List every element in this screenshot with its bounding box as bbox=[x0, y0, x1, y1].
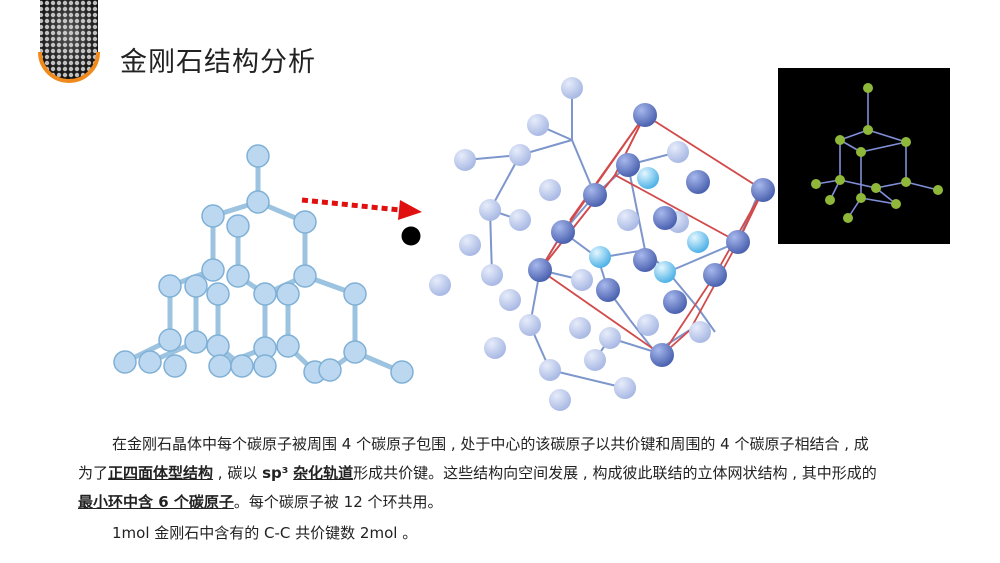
paragraph-line-1: 在金刚石晶体中每个碳原子被周围 4 个碳原子包围 , 处于中心的该碳原子以共价键… bbox=[112, 435, 869, 453]
highlight-hybrid-orbital: 杂化轨道 bbox=[293, 464, 354, 482]
diamond-lattice-layer-diagram bbox=[113, 144, 414, 384]
highlight-tetrahedral: 正四面体型结构 bbox=[108, 464, 214, 482]
red-dashed-arrow bbox=[301, 197, 422, 220]
text-segment: 为了 bbox=[78, 464, 109, 482]
diamond-unit-cell-diagram bbox=[429, 77, 775, 411]
page-title: 金刚石结构分析 bbox=[120, 47, 316, 78]
description-paragraph: 在金刚石晶体中每个碳原子被周围 4 个碳原子包围 , 处于中心的该碳原子以共价键… bbox=[78, 430, 948, 517]
paragraph-line-2: 为了正四面体型结构 , 碳以 sp³ 杂化轨道形成共价键。这些结构向空间发展 ,… bbox=[78, 459, 948, 488]
paragraph-line-3: 最小环中含 6 个碳原子。每个碳原子被 12 个环共用。 bbox=[78, 488, 948, 517]
logo-emblem bbox=[38, 0, 100, 83]
diamond-tetrahedral-inset bbox=[778, 68, 950, 244]
black-dot-marker bbox=[401, 226, 421, 246]
text-segment: 形成共价键。这些结构向空间发展 , 构成彼此联结的立体网状结构 , 其中形成的 bbox=[353, 464, 877, 482]
text-segment: , 碳以 bbox=[213, 464, 263, 482]
bond-count-line: 1mol 金刚石中含有的 C-C 共价键数 2mol 。 bbox=[112, 524, 418, 542]
highlight-sp3: sp³ bbox=[262, 464, 289, 482]
highlight-smallest-ring: 最小环中含 6 个碳原子 bbox=[78, 493, 234, 511]
text-segment: 。每个碳原子被 12 个环共用。 bbox=[233, 493, 443, 511]
